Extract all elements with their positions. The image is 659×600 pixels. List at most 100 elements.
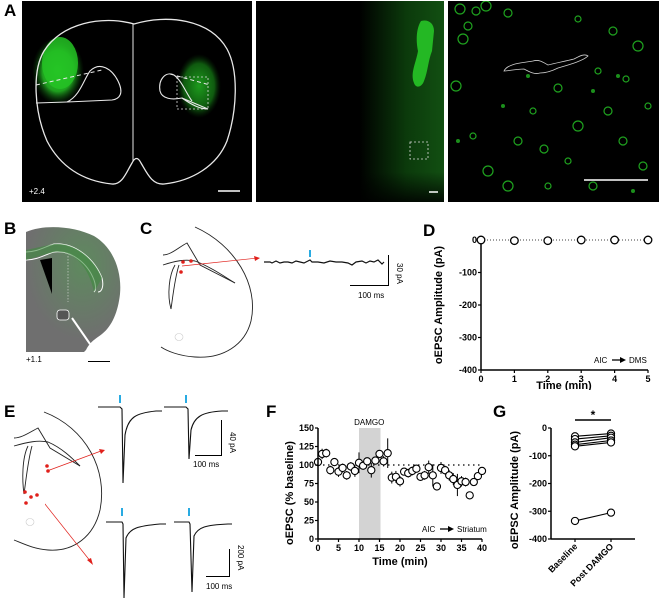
data-point	[477, 466, 487, 476]
x-tick-label: 15	[374, 543, 384, 553]
traces-e-top	[98, 395, 228, 484]
y-tick-label: 0	[309, 534, 314, 544]
panel-b-letter: B	[4, 219, 17, 238]
data-point	[412, 464, 421, 473]
annotation-source: AIC	[594, 356, 608, 365]
y-tick-label: -100	[459, 268, 477, 278]
scale-c-y-label: 30 pA	[395, 263, 404, 284]
data-point	[432, 482, 442, 491]
annotation-source: AIC	[422, 525, 436, 534]
scale-c-x-label: 100 ms	[358, 291, 385, 300]
y-tick-label: 75	[304, 479, 314, 489]
data-point	[375, 449, 384, 459]
striatum-midzoom-image	[256, 1, 444, 202]
data-point	[326, 466, 335, 475]
y-tick-label: 25	[304, 516, 314, 526]
data-point	[461, 477, 470, 487]
x-tick-label: 5	[645, 374, 650, 384]
data-point	[342, 471, 351, 480]
scale-bar-e-bottom-horizontal	[206, 576, 230, 577]
chart-f-xlabel: Time (min)	[372, 556, 428, 568]
x-tick-label: 5	[336, 543, 341, 553]
panel-g-letter: G	[493, 402, 507, 421]
panel-f-letter: F	[266, 402, 277, 421]
x-tick-label: 20	[395, 543, 405, 553]
striatum-highmag-image	[448, 1, 659, 202]
stim-arrow-c	[181, 256, 260, 267]
scale-bar-c-horizontal	[350, 285, 389, 286]
x-tick-label: 35	[456, 543, 466, 553]
data-point	[606, 508, 616, 517]
chart-d-ylabel: oEPSC Amplitude (pA)	[433, 246, 445, 364]
x-tick-label: 4	[612, 374, 617, 384]
y-tick-label: 0	[472, 235, 477, 245]
panel-c-letter: C	[140, 219, 153, 238]
scale-e-bottom-y-label: 200 pA	[236, 545, 245, 571]
data-point	[379, 457, 388, 466]
panel-e-letter: E	[4, 402, 16, 421]
data-point	[643, 235, 653, 245]
y-tick-label: 0	[542, 423, 547, 433]
data-point	[476, 235, 486, 245]
scale-bar-e-top-vertical	[221, 420, 222, 455]
panel-d-letter: D	[423, 221, 436, 240]
y-tick-label: -400	[529, 534, 547, 544]
y-tick-label: -300	[529, 506, 547, 516]
chart-d-xlabel: Time (min)	[536, 380, 592, 390]
data-point	[371, 456, 380, 465]
data-point	[570, 516, 580, 526]
chart-d: oEPSC Amplitude (pA) 0-100-200-300-400 0…	[433, 235, 653, 390]
svg-text:*: *	[591, 408, 596, 422]
data-point	[543, 236, 553, 246]
data-point	[469, 477, 478, 487]
data-point	[383, 449, 392, 458]
data-point	[363, 457, 372, 466]
chart-g-ylabel: oEPSC Amplitude (pA)	[509, 431, 521, 549]
data-point	[465, 491, 474, 500]
x-tick-label: 2	[545, 374, 550, 384]
scale-e-bottom-x-label: 100 ms	[206, 582, 233, 591]
data-point	[395, 477, 405, 486]
svg-text:DAMGO: DAMGO	[354, 418, 384, 427]
data-point	[322, 449, 331, 458]
striatum-schematic-e	[12, 410, 108, 556]
data-point	[606, 438, 616, 447]
y-tick-label: -300	[459, 333, 477, 343]
scale-bar-b	[88, 361, 110, 362]
scale-e-top-x-label: 100 ms	[193, 460, 220, 469]
annotation-target: Striatum	[457, 525, 487, 534]
stim-arrows-e	[45, 449, 105, 565]
data-point	[367, 466, 376, 475]
scale-bar-e-top-horizontal	[195, 455, 222, 456]
striatum-schematic-c	[155, 225, 265, 361]
bregma-label-b: +1.1	[26, 355, 42, 364]
annotation-target: DMS	[629, 356, 647, 365]
y-tick-label: 125	[299, 442, 314, 452]
x-tick-label: 25	[415, 543, 425, 553]
x-tick-label: 3	[579, 374, 584, 384]
scale-e-top-y-label: 40 pA	[228, 432, 237, 453]
y-tick-label: -100	[529, 451, 547, 461]
chart-g: oEPSC Amplitude (pA) 0-100-200-300-400 B…	[509, 408, 635, 588]
traces-e-bottom	[106, 508, 232, 599]
chart-f-ylabel: oEPSC (% baseline)	[284, 441, 296, 545]
y-tick-label: -200	[459, 300, 477, 310]
x-tick-label: 10	[354, 543, 364, 553]
data-point	[420, 471, 429, 480]
data-point	[428, 471, 437, 480]
data-point	[338, 463, 347, 473]
data-point	[576, 235, 586, 245]
scale-bar-c-vertical	[388, 255, 389, 285]
trace-c	[264, 250, 385, 266]
data-point	[509, 236, 519, 246]
data-point	[350, 466, 360, 476]
x-tick-label: 0	[315, 543, 320, 553]
data-point	[424, 463, 433, 472]
scale-bar-e-bottom-vertical	[229, 549, 230, 576]
bregma-label: +2.4	[29, 187, 45, 196]
data-point	[330, 457, 339, 467]
slice-image	[24, 222, 124, 354]
y-tick-label: 150	[299, 423, 314, 433]
x-tick-label: 1	[512, 374, 517, 384]
y-tick-label: -400	[459, 365, 477, 375]
